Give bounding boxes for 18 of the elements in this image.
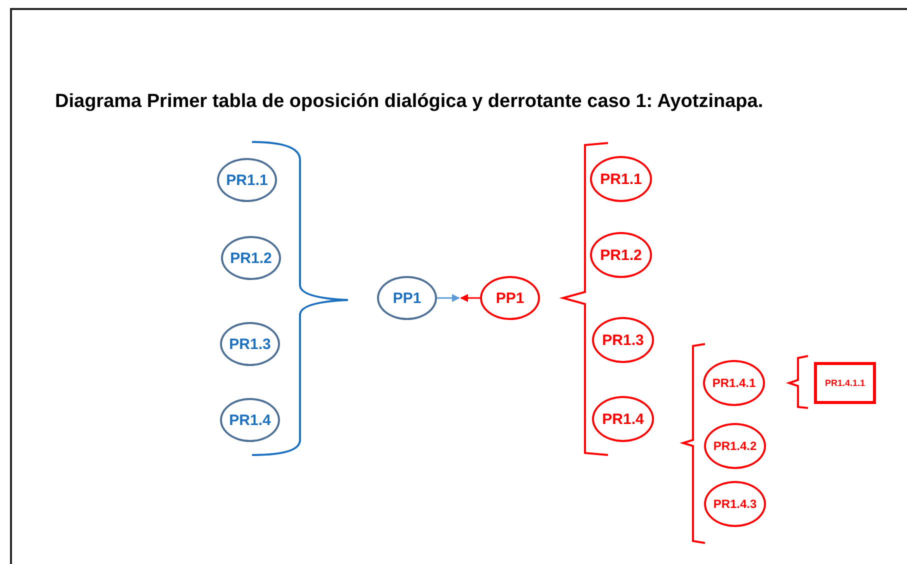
node-label: PR1.1: [600, 172, 642, 186]
node-label: PR1.4.1.1: [824, 378, 866, 388]
node-label: PP1: [496, 290, 524, 306]
node-label: PR1.1: [226, 172, 268, 188]
text-box: [814, 362, 876, 404]
arrow: [437, 294, 460, 302]
title: Diagrama Primer tabla de oposición dialógica y derrotante caso 1: Ayotzinapa.: [55, 90, 764, 114]
arrow: [460, 294, 480, 302]
node-label: PR1.4: [229, 412, 271, 428]
node-label: PR1.4: [602, 412, 644, 426]
node-label: PR1.4.3: [713, 498, 757, 510]
node-label: PR1.3: [602, 332, 644, 348]
node-label: PR1.2: [600, 248, 642, 262]
node-label: PR1.2: [230, 250, 272, 266]
node-label: PR1.4.1: [712, 377, 756, 389]
node-label: PP1: [392, 290, 422, 306]
node-label: PR1.4.2: [713, 440, 757, 452]
node-label: PR1.3: [229, 336, 271, 352]
